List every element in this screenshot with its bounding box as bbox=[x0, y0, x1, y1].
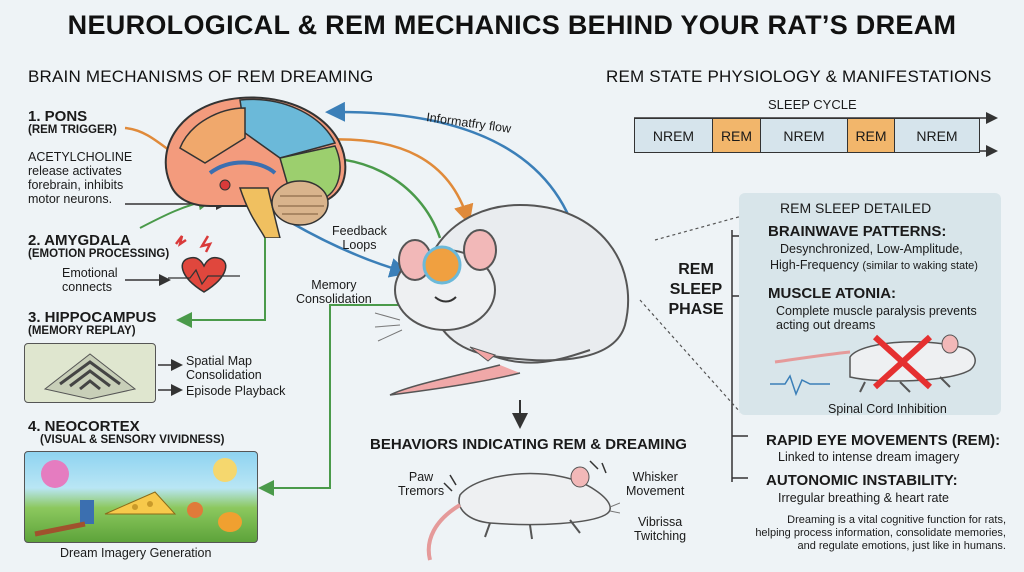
amygdala-desc-line: Emotional bbox=[62, 266, 118, 280]
pons-desc-line: motor neurons. bbox=[28, 192, 113, 206]
memory-arrow bbox=[289, 220, 410, 278]
feedback-arrow-orange bbox=[319, 138, 474, 225]
vibrissa-line: Twitching bbox=[634, 529, 687, 543]
summary-line: Dreaming is a vital cognitive function f… bbox=[787, 514, 1006, 526]
heart-icon bbox=[168, 235, 240, 293]
left-section-heading: BRAIN MECHANISMS OF REM DREAMING bbox=[28, 67, 374, 86]
pons-desc-line: forebrain, inhibits bbox=[28, 178, 124, 192]
zoom-line-bottom bbox=[639, 299, 741, 413]
memory-consolidation-label: Memory Consolidation bbox=[296, 278, 372, 306]
rem-phase-line: SLEEP bbox=[669, 281, 723, 298]
neocortex-title: 4. NEOCORTEX bbox=[28, 418, 140, 435]
whisker-line: Movement bbox=[626, 484, 685, 498]
rem-phase-line: REM bbox=[678, 261, 714, 278]
rem-eye-description: Linked to intense dream imagery bbox=[778, 450, 960, 464]
atonia-description: Complete muscle paralysis prevents actin… bbox=[776, 304, 977, 332]
cycle-segment-rem: REM bbox=[713, 119, 761, 152]
atonia-line: Complete muscle paralysis prevents bbox=[776, 304, 977, 318]
cycle-segment-nrem: NREM bbox=[895, 119, 979, 152]
amygdala-desc-line: connects bbox=[62, 280, 113, 294]
memory-line: Consolidation bbox=[296, 292, 372, 306]
whisker-line: Whisker bbox=[632, 470, 678, 484]
paralyzed-rat-illustration bbox=[770, 334, 976, 397]
pons-description: ACETYLCHOLINE release activates forebrai… bbox=[28, 150, 132, 206]
pons-title: 1. PONS bbox=[28, 108, 88, 125]
amygdala-title: 2. AMYGDALA bbox=[28, 232, 131, 249]
pons-desc-line: release activates bbox=[28, 164, 122, 178]
brain-illustration bbox=[164, 96, 347, 238]
atonia-title: MUSCLE ATONIA: bbox=[768, 285, 897, 302]
atonia-line: acting out dreams bbox=[776, 318, 876, 332]
paw-line: Tremors bbox=[398, 484, 445, 498]
brainwave-note: (similar to waking state) bbox=[862, 260, 978, 272]
dream-imagery-caption: Dream Imagery Generation bbox=[60, 546, 212, 560]
spatial-line: Consolidation bbox=[186, 368, 262, 382]
pons-subtitle: (REM TRIGGER) bbox=[28, 124, 117, 136]
brainwave-line1: Desynchronized, Low-Amplitude, bbox=[780, 242, 963, 256]
maze-image bbox=[24, 343, 156, 403]
episode-playback-label: Episode Playback bbox=[186, 384, 286, 398]
spatial-line: Spatial Map bbox=[186, 354, 253, 368]
cycle-segment-rem: REM bbox=[848, 119, 895, 152]
memory-line: Memory bbox=[311, 278, 357, 292]
sleep-cycle-bar: NREM REM NREM REM NREM bbox=[634, 118, 980, 153]
hippocampus-arrow bbox=[176, 225, 266, 328]
brainwave-line2: High-Frequency (similar to waking state) bbox=[770, 258, 978, 273]
rem-detail-heading: REM SLEEP DETAILED bbox=[780, 200, 932, 216]
behaviors-heading: BEHAVIORS INDICATING REM & DREAMING bbox=[370, 436, 687, 453]
zoom-line-top bbox=[654, 199, 801, 241]
rem-eye-title: RAPID EYE MOVEMENTS (REM): bbox=[766, 432, 1001, 449]
summary-note: Dreaming is a vital cognitive function f… bbox=[690, 514, 1006, 553]
feedback-loops-label: Feedback Loops bbox=[332, 224, 387, 252]
autonomic-description: Irregular breathing & heart rate bbox=[778, 491, 949, 505]
hippocampus-title: 3. HIPPOCAMPUS bbox=[28, 309, 157, 326]
vibrissa-twitching-label: Vibrissa Twitching bbox=[634, 515, 686, 543]
spatial-map-label: Spatial Map Consolidation bbox=[186, 354, 262, 382]
summary-line: and regulate emotions, just like in huma… bbox=[797, 540, 1006, 552]
rem-phase-line: PHASE bbox=[668, 301, 724, 318]
amygdala-description: Emotional connects bbox=[62, 266, 118, 294]
hippocampus-subtitle: (MEMORY REPLAY) bbox=[28, 325, 136, 337]
neocortex-arrow bbox=[258, 304, 400, 496]
cycle-segment-nrem: NREM bbox=[761, 119, 848, 152]
autonomic-title: AUTONOMIC INSTABILITY: bbox=[766, 472, 958, 489]
twitching-rat-illustration bbox=[426, 460, 620, 561]
vibrissa-line: Vibrissa bbox=[637, 515, 683, 529]
amygdala-subtitle: (EMOTION PROCESSING) bbox=[28, 248, 170, 260]
page-title: NEUROLOGICAL & REM MECHANICS BEHIND YOUR… bbox=[67, 10, 957, 40]
dream-imagery-image bbox=[24, 451, 258, 543]
summary-line: helping process information, consolidate… bbox=[755, 527, 1006, 539]
paw-tremors-label: Paw Tremors bbox=[398, 470, 444, 498]
spinal-cord-label: Spinal Cord Inhibition bbox=[828, 402, 947, 416]
neocortex-subtitle: (VISUAL & SENSORY VIVIDNESS) bbox=[40, 434, 225, 446]
brainwave-title: BRAINWAVE PATTERNS: bbox=[768, 223, 947, 240]
feedback-line: Loops bbox=[342, 238, 377, 252]
rem-sleep-phase-label: REM SLEEP PHASE bbox=[662, 260, 730, 320]
feedback-line: Feedback bbox=[332, 224, 387, 238]
cycle-segment-nrem: NREM bbox=[635, 119, 713, 152]
sleeping-rat-illustration bbox=[374, 203, 630, 396]
right-section-heading: REM STATE PHYSIOLOGY & MANIFESTATIONS bbox=[606, 67, 992, 86]
paw-line: Paw bbox=[408, 470, 434, 484]
brainwave-freq: High-Frequency bbox=[770, 258, 859, 272]
whisker-movement-label: Whisker Movement bbox=[626, 470, 684, 498]
pons-desc-line: ACETYLCHOLINE bbox=[28, 150, 133, 164]
sleep-cycle-label: SLEEP CYCLE bbox=[768, 97, 857, 112]
